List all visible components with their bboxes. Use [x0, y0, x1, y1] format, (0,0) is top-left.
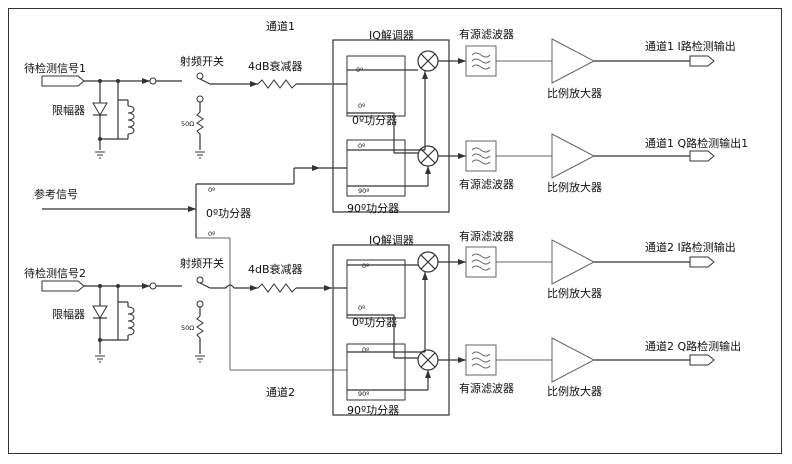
active-filter-2i: [465, 246, 497, 278]
deg-label: 0º: [362, 346, 369, 354]
deg-label: 0º: [208, 230, 215, 238]
amplifier-2i: [551, 239, 595, 285]
output-port-2q: [689, 354, 715, 366]
rf-switch-2-label: 射频开关: [180, 256, 224, 270]
ref-signal-label: 参考信号: [34, 187, 78, 201]
splitter-0-inner-1: [346, 55, 406, 117]
attenuator-1: 4dB衰减器: [248, 59, 332, 89]
iq-demodulator-1: [332, 39, 450, 213]
filter-1q-label: 有源滤波器: [459, 177, 514, 191]
deg-label: 0º: [358, 102, 365, 110]
input-port-1: [41, 75, 85, 87]
mixer-2i: [417, 251, 439, 273]
channel-1: 通道1 待检测信号1 限幅器: [24, 19, 748, 215]
ref-splitter-label: 0º功分器: [206, 207, 251, 220]
diagram-frame: [8, 8, 782, 454]
filter-2i-label: 有源滤波器: [459, 229, 514, 243]
limiter-2: 限幅器: [52, 284, 135, 363]
mixer-2q: [417, 349, 439, 371]
iq-demodulator-2: [332, 244, 450, 416]
deg-label: 0º: [208, 186, 215, 194]
input-1-label: 待检测信号1: [24, 61, 86, 75]
iq-demod-1-label: IQ解调器: [369, 28, 414, 42]
active-filter-1i: [465, 45, 497, 77]
amplifier-1i: [551, 38, 595, 84]
rf-switch-2: 射频开关 50Ω: [180, 256, 258, 363]
rf-switch-1-label: 射频开关: [180, 54, 224, 68]
amplifier-2q: [551, 337, 595, 383]
deg-label: 0º: [362, 262, 369, 270]
splitter-0-inner-1-label: 0º功分器: [352, 114, 397, 127]
limiter-1-label: 限幅器: [52, 104, 85, 117]
output-1i-label: 通道1 I路检测输出: [645, 39, 736, 53]
ohm-label-2: 50Ω: [181, 324, 194, 332]
limiter-1: 限幅器: [52, 79, 135, 159]
channel-2: 通道2 待检测信号2 限幅器 射频开关: [24, 229, 741, 417]
mixer-1q: [417, 145, 439, 167]
output-1q-label: 通道1 Q路检测输出1: [645, 136, 748, 150]
deg-label: 0º: [358, 142, 365, 150]
splitter-90-inner-2-label: 90º功分器: [347, 404, 399, 417]
attenuator-2-label: 4dB衰减器: [248, 262, 303, 276]
iq-demod-2-label: IQ解调器: [369, 233, 414, 247]
deg-label: 90º: [358, 187, 369, 195]
amp-1q-label: 比例放大器: [547, 180, 602, 194]
splitter-90-inner-2: [346, 343, 406, 401]
splitter-90-inner-1-label: 90º功分器: [347, 202, 399, 215]
output-port-1q: [689, 150, 715, 162]
reference-signal: 参考信号 0º功分器 0º 0º: [34, 165, 347, 371]
channel-2-label: 通道2: [266, 385, 295, 399]
amp-1i-label: 比例放大器: [547, 86, 602, 100]
active-filter-2q: [465, 344, 497, 376]
ohm-label-1: 50Ω: [181, 120, 194, 128]
attenuator-1-label: 4dB衰减器: [248, 59, 303, 73]
deg-label: 0º: [358, 304, 365, 312]
filter-2q-label: 有源滤波器: [459, 381, 514, 395]
attenuator-2: 4dB衰减器: [248, 262, 332, 293]
input-port-2: [41, 280, 85, 292]
active-filter-1q: [465, 140, 497, 172]
input-2-label: 待检测信号2: [24, 266, 86, 280]
channel-1-label: 通道1: [266, 19, 295, 33]
deg-label: 90º: [358, 390, 369, 398]
output-port-1i: [689, 55, 715, 67]
splitter-0-inner-2: [346, 259, 406, 319]
filter-1i-label: 有源滤波器: [459, 27, 514, 41]
limiter-2-label: 限幅器: [52, 308, 85, 321]
amplifier-1q: [551, 133, 595, 179]
amp-2q-label: 比例放大器: [547, 384, 602, 398]
output-port-2i: [689, 256, 715, 268]
splitter-90-inner-1: [346, 139, 406, 197]
rf-switch-1: 射频开关 50Ω: [180, 54, 258, 159]
mixer-1i: [417, 50, 439, 72]
output-2i-label: 通道2 I路检测输出: [645, 240, 736, 254]
splitter-0-inner-2-label: 0º功分器: [352, 316, 397, 329]
amp-2i-label: 比例放大器: [547, 286, 602, 300]
output-2q-label: 通道2 Q路检测输出: [645, 339, 741, 353]
